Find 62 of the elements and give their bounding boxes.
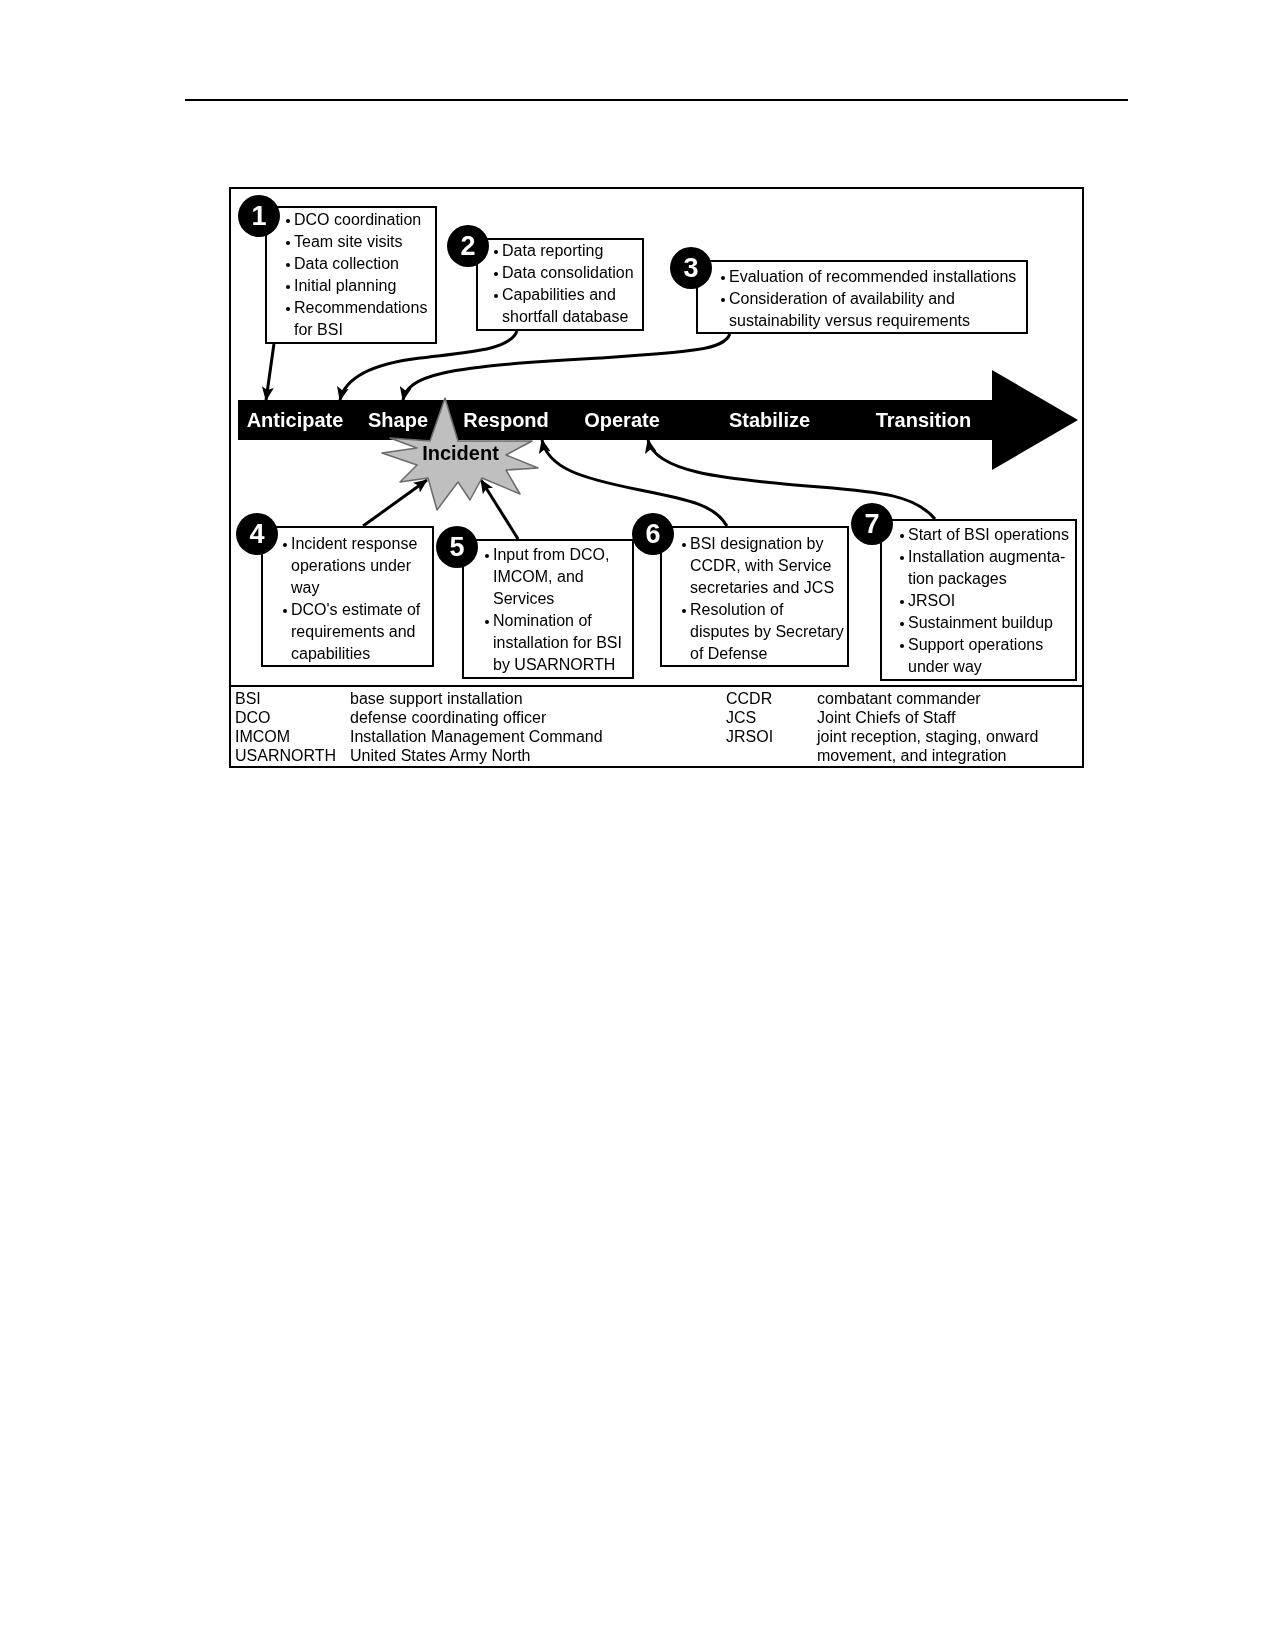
abbreviation-definition: Joint Chiefs of Staff [817, 708, 956, 727]
step-box [696, 260, 1028, 334]
bullet-item: DCO's estimate of requirements and capabilities [282, 599, 431, 665]
abbreviation-definition: defense coordinating officer [350, 708, 547, 727]
incident-label: Incident [422, 441, 499, 465]
phase-label: Transition [873, 400, 974, 440]
abbreviation-term: CCDR [726, 689, 773, 708]
abbreviation-definition: Installation Management Command [350, 727, 603, 746]
bullet-item: Support operations under way [899, 634, 1074, 678]
bullet-item: Team site visits [285, 231, 434, 253]
abbreviation-term: BSI [235, 689, 261, 708]
bullet-item: BSI designation by CCDR, with Service secretaries and JCS [681, 533, 846, 599]
step-box [660, 526, 849, 667]
step-number: 4 [236, 513, 278, 555]
bullet-item: Data collection [285, 253, 434, 275]
arrow [540, 439, 729, 527]
step-box [476, 238, 644, 331]
abbreviation-term: DCO [235, 708, 271, 727]
bullet-item: Initial planning [285, 275, 434, 297]
step-number: 1 [238, 195, 280, 237]
abbreviation-definition: joint reception, staging, onward movement, and integration [817, 727, 1040, 765]
abbreviation-definition: base support installation [350, 689, 523, 708]
arrow [401, 333, 732, 401]
bullet-item: Incident response operations under way [282, 533, 431, 599]
abbreviation-term: USARNORTH [235, 746, 337, 765]
abbreviation-definition: combatant commander [817, 689, 981, 708]
bullet-item: Nomination of installation for BSI by USARNORTH [484, 610, 631, 676]
bullet-item: Sustainment buildup [899, 612, 1074, 634]
phase-label: Anticipate [244, 400, 346, 440]
bullet-item: Resolution of disputes by Secretary of Defense [681, 599, 846, 665]
step-number: 3 [670, 247, 712, 289]
step-box [265, 206, 437, 344]
bullet-item: Recommendations for BSI [285, 297, 434, 341]
step-number: 5 [436, 526, 478, 568]
step-number: 7 [851, 503, 893, 545]
phase-label: Respond [461, 400, 551, 440]
step-number: 2 [447, 225, 489, 267]
bullet-item: DCO coordination [285, 209, 434, 231]
abbreviation-definition: United States Army North [350, 746, 531, 765]
arrow [646, 439, 937, 521]
bullet-item: Evaluation of recommended installations [720, 266, 1024, 288]
bullet-item: Input from DCO, IMCOM, and Services [484, 544, 631, 610]
arrow [362, 478, 428, 528]
abbreviation-term: JCS [726, 708, 757, 727]
bullet-item: Capabilities and shortfall database [493, 284, 640, 328]
bullet-item: JRSOI [899, 590, 1074, 612]
step-number: 6 [632, 513, 674, 555]
step-box [462, 539, 634, 679]
phase-label: Stabilize [727, 400, 812, 440]
arrow [261, 343, 276, 401]
bullet-item: Data consolidation [493, 262, 640, 284]
bullet-item: Consideration of availability and sustainability versus requirements [720, 288, 1024, 332]
phase-label: Shape [366, 400, 430, 440]
arrow [479, 479, 520, 540]
step-box [880, 519, 1077, 681]
abbreviation-term: JRSOI [726, 727, 774, 746]
arrow [338, 330, 519, 401]
bullet-item: Data reporting [493, 240, 640, 262]
bullet-item: Installation augmenta- tion packages [899, 546, 1074, 590]
abbreviation-term: IMCOM [235, 727, 291, 746]
bullet-item: Start of BSI operations [899, 524, 1074, 546]
phase-label: Operate [582, 400, 662, 440]
